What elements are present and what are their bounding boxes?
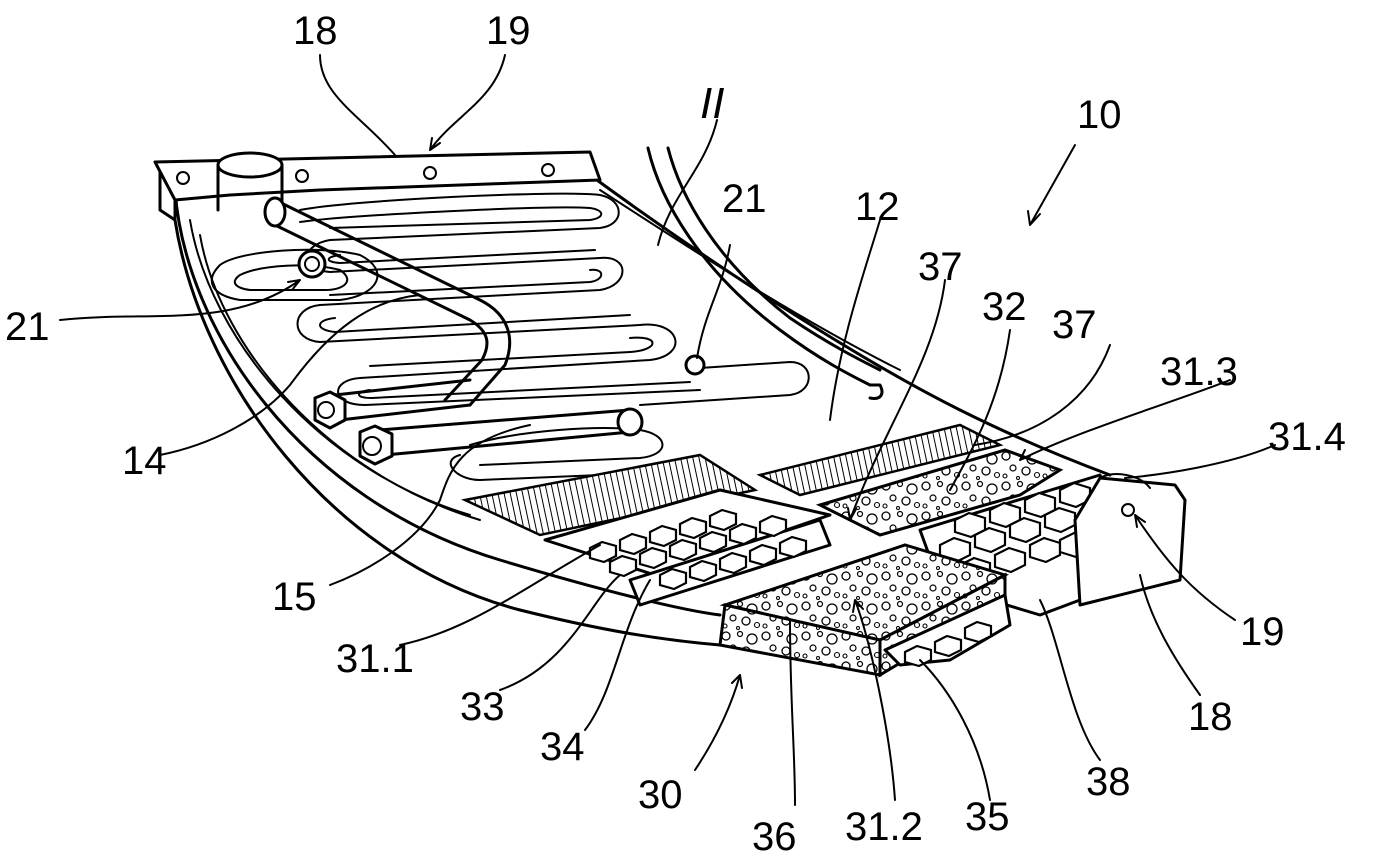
label-18-top: 18 bbox=[293, 9, 338, 53]
label-19-top: 19 bbox=[486, 9, 531, 53]
label-36: 36 bbox=[752, 815, 797, 859]
label-32: 32 bbox=[982, 285, 1027, 329]
label-14: 14 bbox=[122, 439, 167, 483]
label-33: 33 bbox=[460, 685, 505, 729]
front-flange bbox=[1075, 474, 1185, 605]
label-31-3: 31.3 bbox=[1160, 350, 1238, 394]
label-31-4: 31.4 bbox=[1268, 415, 1346, 459]
label-38: 38 bbox=[1086, 760, 1131, 804]
label-31-2: 31.2 bbox=[845, 805, 923, 849]
label-21-left: 21 bbox=[5, 305, 50, 349]
label-10: 10 bbox=[1077, 93, 1122, 137]
label-30: 30 bbox=[638, 773, 683, 817]
label-31-1: 31.1 bbox=[336, 637, 414, 681]
label-35: 35 bbox=[965, 795, 1010, 839]
label-II: II bbox=[700, 79, 724, 128]
label-34: 34 bbox=[540, 725, 585, 769]
label-18-right: 18 bbox=[1188, 695, 1233, 739]
label-21-center: 21 bbox=[722, 177, 767, 221]
label-37-right: 37 bbox=[1052, 303, 1097, 347]
reference-numerals: 18 19 II 10 21 12 37 32 37 31.3 21 31.4 … bbox=[5, 9, 1346, 859]
label-37-left: 37 bbox=[918, 245, 963, 289]
label-12: 12 bbox=[855, 185, 900, 229]
label-15: 15 bbox=[272, 575, 317, 619]
label-19-right: 19 bbox=[1240, 610, 1285, 654]
